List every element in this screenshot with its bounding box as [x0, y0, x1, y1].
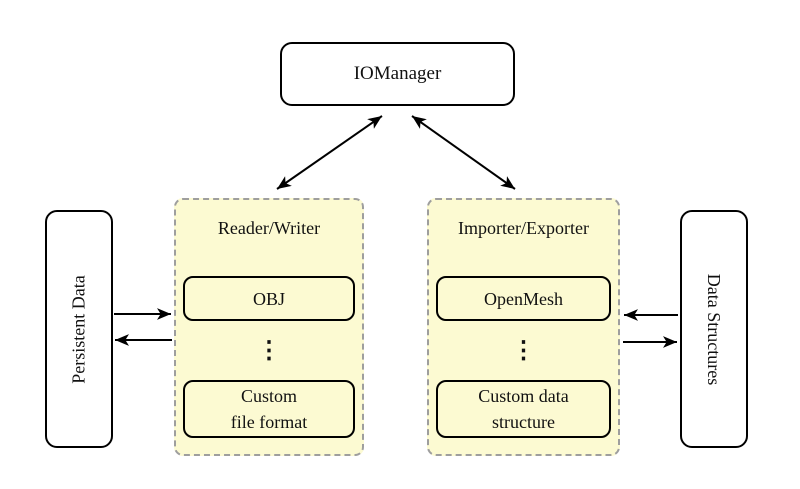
node-custom-data-structure: Custom data structure [436, 380, 611, 438]
node-openmesh: OpenMesh [436, 276, 611, 321]
node-custom-file-format: Custom file format [183, 380, 355, 438]
persistent-data-label: Persistent Data [68, 274, 89, 384]
group-importer-exporter-title: Importer/Exporter [458, 218, 589, 238]
group-importer-exporter: Importer/Exporter OpenMesh ⋮ Custom data… [427, 198, 620, 456]
iomanager-label: IOManager [353, 63, 442, 84]
node-iomanager: IOManager [280, 42, 515, 106]
obj-label: OBJ [252, 288, 285, 309]
custom-file-format-line1: Custom [240, 386, 297, 406]
node-persistent-data: Persistent Data [45, 210, 113, 448]
arrow-iomanager-importer-exporter [411, 115, 516, 190]
data-structures-label: Data Structures [704, 273, 725, 385]
custom-data-structure-line2: structure [492, 412, 555, 432]
custom-data-structure-line1: Custom data [478, 386, 569, 406]
custom-file-format-line2: file format [230, 412, 308, 432]
group-reader-writer: Reader/Writer OBJ ⋮ Custom file format [174, 198, 364, 456]
reader-writer-ellipsis: ⋮ [257, 338, 281, 364]
arrow-iomanager-reader-writer [276, 115, 383, 190]
node-obj: OBJ [183, 276, 355, 321]
node-data-structures: Data Structures [680, 210, 748, 448]
importer-exporter-ellipsis: ⋮ [511, 338, 536, 364]
group-reader-writer-title: Reader/Writer [217, 218, 321, 238]
openmesh-label: OpenMesh [484, 288, 563, 309]
